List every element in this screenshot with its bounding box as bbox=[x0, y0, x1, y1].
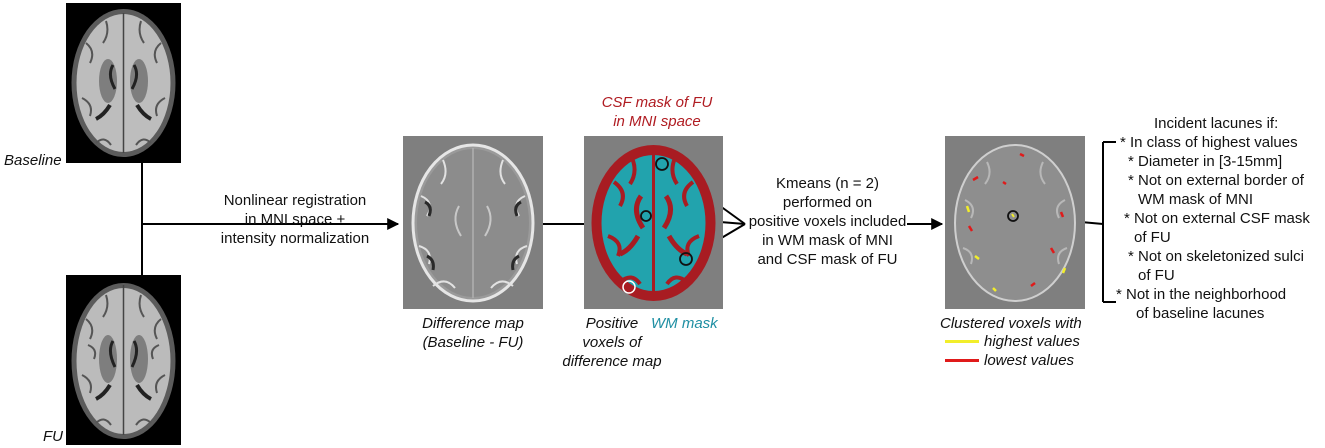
fu-mri-image bbox=[66, 275, 181, 445]
criteria-title: Incident lacunes if: bbox=[1154, 115, 1279, 132]
legend-low-swatch bbox=[945, 359, 979, 362]
clustered-voxels-label: Clustered voxels with bbox=[940, 315, 1082, 332]
difference-map-label: Difference map (Baseline - FU) bbox=[422, 315, 524, 351]
lesion-callout-circle bbox=[1007, 210, 1019, 222]
criteria-item: of FU bbox=[1138, 267, 1175, 284]
wm-mask-label: WM mask bbox=[651, 315, 718, 332]
clustered-voxels-image bbox=[945, 136, 1085, 309]
legend-high-swatch bbox=[945, 340, 979, 343]
wm-callout-circle bbox=[679, 252, 693, 266]
csf-callout-circle bbox=[655, 157, 669, 171]
criteria-item: WM mask of MNI bbox=[1138, 191, 1253, 208]
baseline-mri-image bbox=[66, 3, 181, 163]
legend-high-label: highest values bbox=[984, 333, 1080, 350]
criteria-list: * In class of highest values * Diameter … bbox=[1116, 133, 1310, 323]
criteria-item: * Diameter in [3-15mm] bbox=[1128, 153, 1283, 170]
criteria-item: of baseline lacunes bbox=[1136, 305, 1265, 322]
criteria-item: * Not on external CSF mask bbox=[1124, 210, 1310, 227]
wm-csf-mask-image bbox=[584, 136, 723, 309]
criteria-item: * Not in the neighborhood bbox=[1116, 286, 1287, 303]
criteria-item: * In class of highest values bbox=[1120, 134, 1298, 151]
difference-map-image bbox=[403, 136, 543, 309]
legend-low-label: lowest values bbox=[984, 352, 1075, 369]
criteria-item: * Not on external border of bbox=[1128, 172, 1304, 189]
csf-mask-label: CSF mask of FU in MNI space bbox=[601, 94, 713, 130]
criteria-item: of FU bbox=[1134, 229, 1171, 246]
baseline-label: Baseline bbox=[4, 152, 62, 169]
registration-label: Nonlinear registration in MNI space + in… bbox=[220, 192, 370, 247]
criteria-item: * Not on skeletonized sulci bbox=[1128, 248, 1304, 265]
kmeans-label: Kmeans (n = 2) performed on positive vox… bbox=[748, 175, 907, 268]
positive-voxels-label: Positive voxels of difference map bbox=[562, 315, 662, 370]
center-callout-circle bbox=[640, 210, 652, 222]
fu-label: FU bbox=[43, 428, 63, 445]
